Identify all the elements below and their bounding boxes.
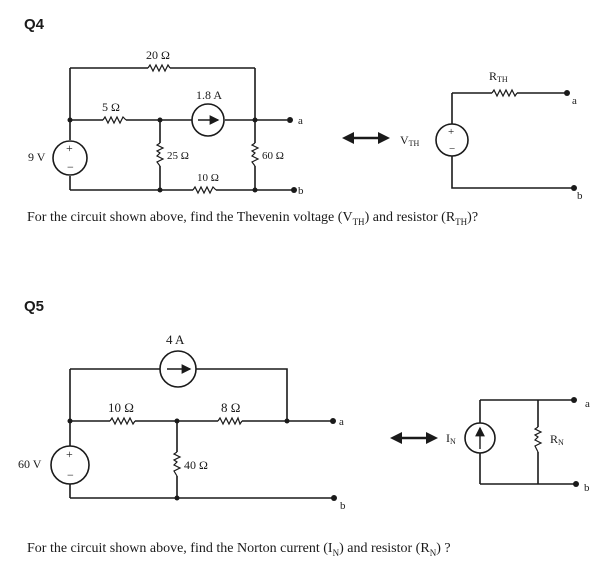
q5-wire-top bbox=[70, 368, 288, 421]
q4-label-r25: 25 Ω bbox=[167, 150, 189, 162]
q4-label-1-8a: 1.8 A bbox=[196, 88, 222, 102]
q4-vth-plus-icon: + bbox=[448, 126, 454, 138]
q5-double-arrow-icon bbox=[390, 432, 438, 444]
q4-resistor-25ohm bbox=[155, 142, 165, 167]
q4-eq-terminal-b bbox=[571, 185, 577, 191]
q4-junction-dot bbox=[157, 187, 163, 193]
q5-label-4a: 4 A bbox=[166, 332, 185, 347]
q4-label-r10: 10 Ω bbox=[197, 172, 219, 184]
q5-eq-terminal-a bbox=[571, 397, 577, 403]
q5-label-r8: 8 Ω bbox=[221, 400, 240, 415]
q4-eq-label-a: a bbox=[572, 95, 577, 107]
q4-resistor-10ohm bbox=[192, 185, 217, 195]
q5-label-rn: RN bbox=[550, 432, 564, 447]
q4-terminal-b bbox=[291, 187, 297, 193]
q5-label: Q5 bbox=[24, 298, 45, 315]
q5-junction-dot bbox=[174, 495, 180, 501]
q4-junction-dot bbox=[67, 117, 73, 123]
q5-voltage-source bbox=[50, 445, 90, 485]
q4-voltage-source bbox=[52, 140, 88, 176]
q4-minus-icon: − bbox=[67, 160, 74, 174]
q4-resistor-20ohm bbox=[147, 63, 171, 73]
q5-eq-terminal-b bbox=[573, 481, 579, 487]
q5-eq-label-b: b bbox=[584, 482, 590, 494]
q5-plus-icon: + bbox=[66, 447, 73, 461]
q5-junction-dot bbox=[67, 418, 73, 424]
q5-resistor-rn bbox=[533, 426, 543, 453]
q5-terminal-a bbox=[330, 418, 336, 424]
q5-in-source bbox=[464, 422, 496, 454]
q5-circuit: + − 4 A 10 Ω 8 Ω 40 Ω 60 V a b bbox=[18, 332, 346, 512]
q4-circuit: + − 20 Ω 5 Ω 1.8 A 25 Ω 60 Ω 10 Ω 9 V a … bbox=[28, 48, 304, 197]
q4-label-rth: RTH bbox=[489, 69, 508, 84]
q5-current-source bbox=[159, 350, 197, 388]
q4-label-r20: 20 Ω bbox=[146, 48, 170, 62]
q4-eq-label-b: b bbox=[577, 190, 583, 202]
q5-question-text: For the circuit shown above, find the No… bbox=[27, 541, 451, 558]
q5-norton-equivalent: IN RN a b bbox=[446, 397, 590, 494]
q5-junction-dot bbox=[174, 418, 180, 424]
q4-label-vth: VTH bbox=[400, 133, 420, 148]
q4-vth-minus-icon: − bbox=[449, 143, 455, 155]
q5-terminal-b bbox=[331, 495, 337, 501]
q4-resistor-5ohm bbox=[102, 115, 127, 125]
q5-eq-label-a: a bbox=[585, 398, 590, 410]
q5-label-b: b bbox=[340, 500, 346, 512]
q4-label-a: a bbox=[298, 115, 303, 127]
q4-label-r5: 5 Ω bbox=[102, 100, 120, 114]
q4-junction-dot bbox=[157, 117, 163, 123]
q4-double-arrow-icon bbox=[342, 132, 390, 144]
q5-resistor-10ohm bbox=[109, 416, 136, 426]
q4-junction-dot bbox=[252, 117, 258, 123]
q4-current-source bbox=[191, 103, 225, 137]
q5-resistor-8ohm bbox=[217, 416, 243, 426]
q4-label: Q4 bbox=[24, 16, 45, 33]
q4-resistor-rth bbox=[491, 88, 518, 98]
q4-thevenin-equivalent: + − RTH VTH a b bbox=[400, 69, 583, 202]
q5-label-60v: 60 V bbox=[18, 457, 42, 471]
q4-terminal-a bbox=[287, 117, 293, 123]
q5-label-r40: 40 Ω bbox=[184, 458, 208, 472]
q5-label-r10: 10 Ω bbox=[108, 400, 134, 415]
q5-minus-icon: − bbox=[67, 468, 74, 482]
q4-junction-dot bbox=[252, 187, 258, 193]
q4-label-r60: 60 Ω bbox=[262, 150, 284, 162]
q4-question-text: For the circuit shown above, find the Th… bbox=[27, 210, 479, 227]
q5-label-a: a bbox=[339, 416, 344, 428]
q4-label-b: b bbox=[298, 185, 304, 197]
q4-eq-terminal-a bbox=[564, 90, 570, 96]
q4-label-9v: 9 V bbox=[28, 150, 46, 164]
q5-resistor-40ohm bbox=[172, 451, 182, 477]
q5-junction-dot bbox=[284, 418, 290, 424]
q5-label-in: IN bbox=[446, 431, 456, 446]
q4-vth-source bbox=[435, 123, 469, 157]
q4-resistor-60ohm bbox=[250, 142, 260, 167]
q4-plus-icon: + bbox=[66, 141, 73, 155]
